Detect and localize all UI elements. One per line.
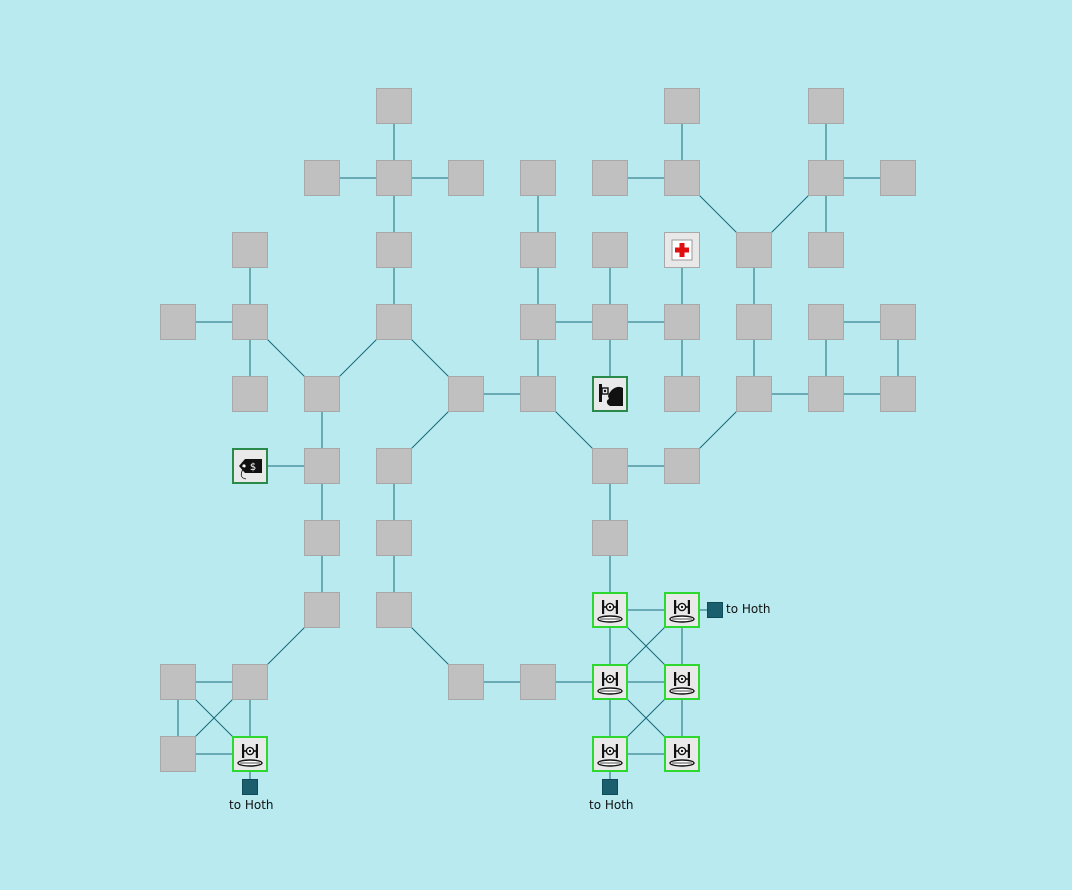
room[interactable] bbox=[592, 448, 628, 484]
room-medic[interactable] bbox=[664, 232, 700, 268]
room-vendor[interactable] bbox=[592, 376, 628, 412]
room[interactable] bbox=[232, 232, 268, 268]
room[interactable] bbox=[736, 376, 772, 412]
room[interactable] bbox=[592, 304, 628, 340]
room[interactable] bbox=[232, 304, 268, 340]
exit-label-bottom-center: to Hoth bbox=[589, 798, 634, 812]
exit-to-hoth-right[interactable] bbox=[707, 602, 723, 618]
room[interactable] bbox=[232, 376, 268, 412]
room[interactable] bbox=[520, 664, 556, 700]
room[interactable] bbox=[808, 88, 844, 124]
room-tie[interactable] bbox=[232, 736, 268, 772]
room-tie[interactable] bbox=[592, 664, 628, 700]
room[interactable] bbox=[592, 160, 628, 196]
room[interactable] bbox=[592, 520, 628, 556]
room-tie[interactable] bbox=[664, 736, 700, 772]
room[interactable] bbox=[376, 520, 412, 556]
room[interactable] bbox=[520, 304, 556, 340]
room-tie[interactable] bbox=[592, 736, 628, 772]
room[interactable] bbox=[232, 664, 268, 700]
room[interactable] bbox=[664, 160, 700, 196]
room[interactable] bbox=[736, 304, 772, 340]
exit-label-bottom-left: to Hoth bbox=[229, 798, 274, 812]
room[interactable] bbox=[304, 520, 340, 556]
room-tie[interactable] bbox=[592, 592, 628, 628]
room[interactable] bbox=[304, 448, 340, 484]
room[interactable] bbox=[880, 304, 916, 340]
room[interactable] bbox=[664, 88, 700, 124]
exit-to-hoth-bottom-left[interactable] bbox=[242, 779, 258, 795]
room[interactable] bbox=[160, 736, 196, 772]
room[interactable] bbox=[664, 376, 700, 412]
room[interactable] bbox=[664, 448, 700, 484]
svg-text:$: $ bbox=[250, 462, 256, 473]
room[interactable] bbox=[376, 160, 412, 196]
room[interactable] bbox=[808, 304, 844, 340]
room[interactable] bbox=[376, 448, 412, 484]
exit-label-right: to Hoth bbox=[726, 602, 771, 616]
room[interactable] bbox=[376, 592, 412, 628]
room[interactable] bbox=[376, 232, 412, 268]
room[interactable] bbox=[160, 304, 196, 340]
room[interactable] bbox=[304, 376, 340, 412]
room[interactable] bbox=[376, 88, 412, 124]
room[interactable] bbox=[520, 160, 556, 196]
room[interactable] bbox=[736, 232, 772, 268]
room[interactable] bbox=[880, 160, 916, 196]
room[interactable] bbox=[520, 376, 556, 412]
room[interactable] bbox=[592, 232, 628, 268]
room[interactable] bbox=[448, 160, 484, 196]
room[interactable] bbox=[160, 664, 196, 700]
room-tie[interactable] bbox=[664, 664, 700, 700]
room[interactable] bbox=[376, 304, 412, 340]
room[interactable] bbox=[808, 160, 844, 196]
room-tag[interactable]: $ bbox=[232, 448, 268, 484]
room[interactable] bbox=[880, 376, 916, 412]
room[interactable] bbox=[448, 376, 484, 412]
room[interactable] bbox=[808, 376, 844, 412]
room[interactable] bbox=[448, 664, 484, 700]
room[interactable] bbox=[664, 304, 700, 340]
room[interactable] bbox=[520, 232, 556, 268]
room[interactable] bbox=[304, 160, 340, 196]
room[interactable] bbox=[304, 592, 340, 628]
exit-to-hoth-bottom-center[interactable] bbox=[602, 779, 618, 795]
room[interactable] bbox=[808, 232, 844, 268]
room-tie[interactable] bbox=[664, 592, 700, 628]
